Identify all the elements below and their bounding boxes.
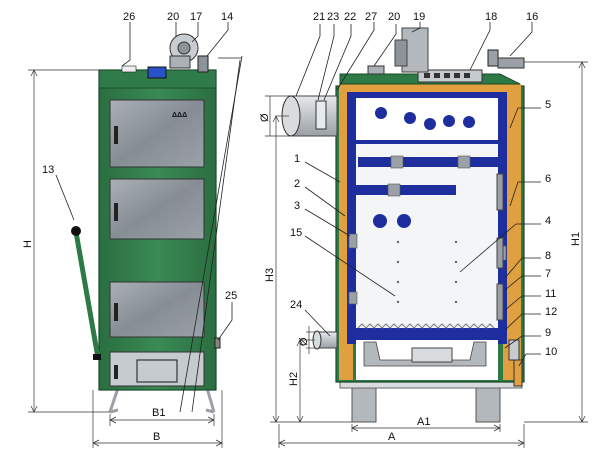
front-legs — [108, 387, 216, 414]
callout-26: 26 — [123, 11, 135, 23]
damper — [315, 100, 327, 130]
section-leader-lines — [295, 22, 541, 367]
callout-7: 7 — [545, 268, 551, 280]
dim-H2: H2 — [288, 372, 300, 386]
flue-tubes — [373, 107, 475, 228]
upper-loading-door — [109, 99, 205, 168]
callout-5: 5 — [545, 99, 551, 111]
sensor-top — [367, 65, 385, 75]
door-handle-2 — [114, 203, 118, 221]
lower-door — [109, 281, 205, 338]
door-handle-1 — [114, 126, 118, 144]
dim-A: A — [388, 431, 396, 443]
drain-valve — [513, 359, 523, 387]
dim-A1: A1 — [417, 416, 430, 428]
door-handle-3 — [114, 303, 118, 321]
thermostat-front — [197, 55, 209, 73]
callout-20-section: 20 — [388, 11, 400, 23]
fan-motor — [169, 55, 191, 69]
lever-knob — [71, 226, 81, 236]
dim-diameter-top: Ø — [259, 113, 271, 122]
side-valve — [214, 337, 221, 349]
dim-H3: H3 — [264, 268, 276, 282]
ash-pan — [363, 341, 487, 367]
callout-8: 8 — [545, 250, 551, 262]
callout-23: 23 — [327, 11, 339, 23]
ash-pan-inner — [411, 347, 453, 363]
fan-hub — [177, 41, 191, 55]
lever-arm — [73, 231, 101, 359]
section-view: 21 23 22 27 20 19 18 16 5 6 4 8 7 11 12 … — [259, 11, 588, 448]
section-leg-right — [475, 383, 501, 423]
door-handle-4 — [114, 365, 118, 379]
callout-3: 3 — [294, 200, 300, 212]
callout-4: 4 — [545, 215, 551, 227]
callout-14: 14 — [221, 11, 233, 23]
baffle-divider — [356, 140, 498, 144]
section-dimension-lines — [265, 61, 588, 448]
callout-9: 9 — [545, 327, 551, 339]
callout-6: 6 — [545, 173, 551, 185]
right-door-lower — [496, 283, 504, 321]
dim-H1: H1 — [570, 232, 582, 246]
callout-12: 12 — [545, 306, 557, 318]
insulation-top — [339, 84, 521, 92]
callout-15: 15 — [290, 227, 302, 239]
front-view: ΔΔΔ 26 20 17 14 13 25 — [22, 11, 243, 448]
label-plate — [121, 65, 137, 73]
callout-22: 22 — [344, 11, 356, 23]
grate — [356, 328, 498, 338]
baffle-middle — [356, 185, 456, 195]
ash-pan-door — [109, 351, 205, 387]
outlet-pipe — [497, 57, 525, 69]
air-holes — [396, 240, 458, 304]
callout-27: 27 — [365, 11, 377, 23]
callout-2: 2 — [294, 178, 300, 190]
baffle-upper — [358, 157, 498, 167]
brand-logo: ΔΔΔ — [172, 112, 187, 119]
section-leg-left — [351, 383, 377, 423]
callout-16: 16 — [526, 11, 538, 23]
callout-1: 1 — [294, 153, 300, 165]
right-door-upper — [496, 173, 504, 211]
dim-H: H — [22, 240, 34, 248]
fan-section — [394, 39, 408, 67]
callout-21: 21 — [313, 11, 325, 23]
panel-buttons — [424, 73, 470, 78]
grate-teeth — [357, 323, 495, 329]
callout-25: 25 — [225, 290, 237, 302]
dim-B: B — [153, 431, 160, 443]
callout-24: 24 — [290, 299, 302, 311]
front-leader-lines — [55, 22, 243, 413]
dim-diameter-low: Ø — [298, 337, 310, 346]
drain-fitting — [508, 339, 520, 361]
callout-10: 10 — [545, 346, 557, 358]
callout-20-front: 20 — [167, 11, 179, 23]
front-dimension-lines — [28, 69, 223, 448]
callout-13: 13 — [42, 164, 54, 176]
callout-11: 11 — [545, 288, 556, 300]
dim-B1: B1 — [152, 407, 165, 419]
right-door-mid — [496, 237, 504, 269]
callout-17: 17 — [190, 11, 202, 23]
thermostat-right — [487, 49, 499, 67]
ash-pan-window — [136, 359, 178, 383]
callout-18: 18 — [485, 11, 497, 23]
control-panel-front — [147, 66, 167, 79]
callout-19: 19 — [413, 11, 425, 23]
middle-door — [109, 178, 205, 240]
lever-foot — [93, 354, 101, 360]
